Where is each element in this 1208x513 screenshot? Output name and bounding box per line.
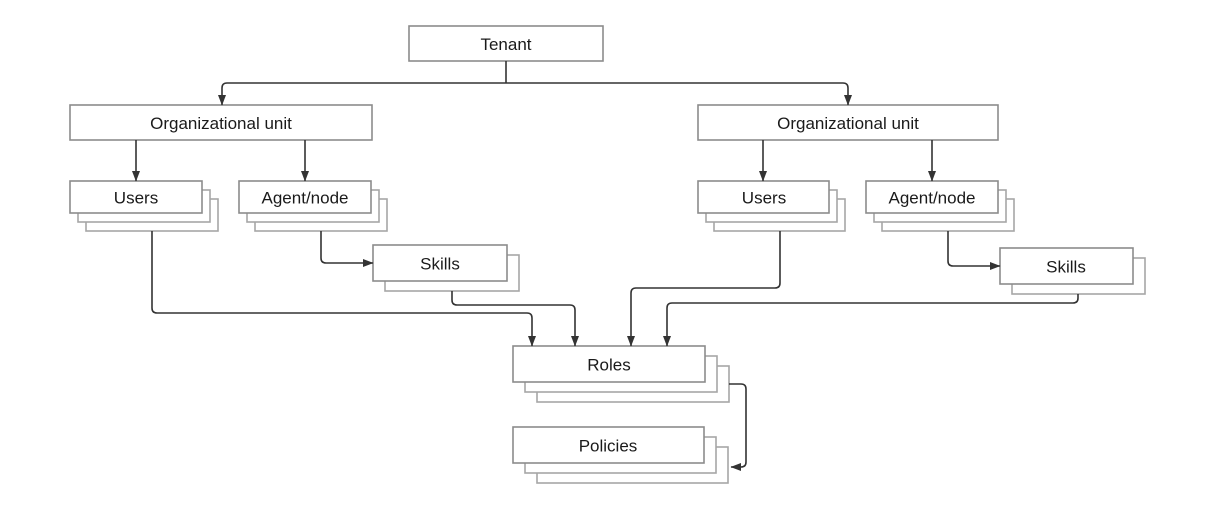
node-tenant-box — [408, 25, 604, 62]
edge-users-left-roles — [151, 231, 536, 347]
node-users-left: Users — [69, 180, 219, 232]
node-users-right: Users — [697, 180, 846, 232]
node-roles-box — [512, 345, 706, 383]
edge-skills-right-roles — [663, 294, 1079, 347]
edge-roles-policies — [729, 383, 747, 471]
node-skills-left-label: Skills — [420, 255, 460, 274]
edge-agent-right-skills-right — [947, 231, 1001, 270]
node-organizational-unit-right-label: Organizational unit — [777, 114, 919, 133]
node-agent-node-right-box — [865, 180, 999, 214]
node-organizational-unit-left: Organizational unit — [69, 104, 373, 141]
node-agent-node-left: Agent/node — [238, 180, 388, 232]
edge-skills-left-roles — [451, 291, 579, 347]
node-policies: Policies — [512, 426, 729, 484]
node-roles-label: Roles — [587, 356, 630, 375]
node-agent-node-right-label: Agent/node — [889, 189, 976, 208]
edge-tenant-ou-left — [218, 82, 506, 106]
node-agent-node-right: Agent/node — [865, 180, 1015, 232]
node-users-right-label: Users — [742, 189, 786, 208]
node-tenant: Tenant — [408, 25, 604, 62]
edge-users-right-roles — [627, 231, 781, 347]
node-users-right-box — [697, 180, 830, 214]
node-users-left-label: Users — [114, 189, 158, 208]
node-agent-node-left-box — [238, 180, 372, 214]
node-skills-right-label: Skills — [1046, 258, 1086, 277]
edge-tenant-ou-right — [506, 82, 852, 106]
node-organizational-unit-left-box — [69, 104, 373, 141]
node-roles: Roles — [512, 345, 730, 403]
node-policies-label: Policies — [579, 437, 638, 456]
node-skills-left: Skills — [372, 244, 520, 292]
node-policies-box — [512, 426, 705, 464]
node-tenant-label: Tenant — [480, 35, 531, 54]
node-skills-right-box — [999, 247, 1134, 285]
node-organizational-unit-left-label: Organizational unit — [150, 114, 292, 133]
node-agent-node-left-label: Agent/node — [262, 189, 349, 208]
node-skills-right: Skills — [999, 247, 1146, 295]
edge-agent-left-skills-left — [320, 231, 374, 267]
edges — [132, 61, 1079, 471]
node-users-left-box — [69, 180, 203, 214]
node-organizational-unit-right: Organizational unit — [697, 104, 999, 141]
